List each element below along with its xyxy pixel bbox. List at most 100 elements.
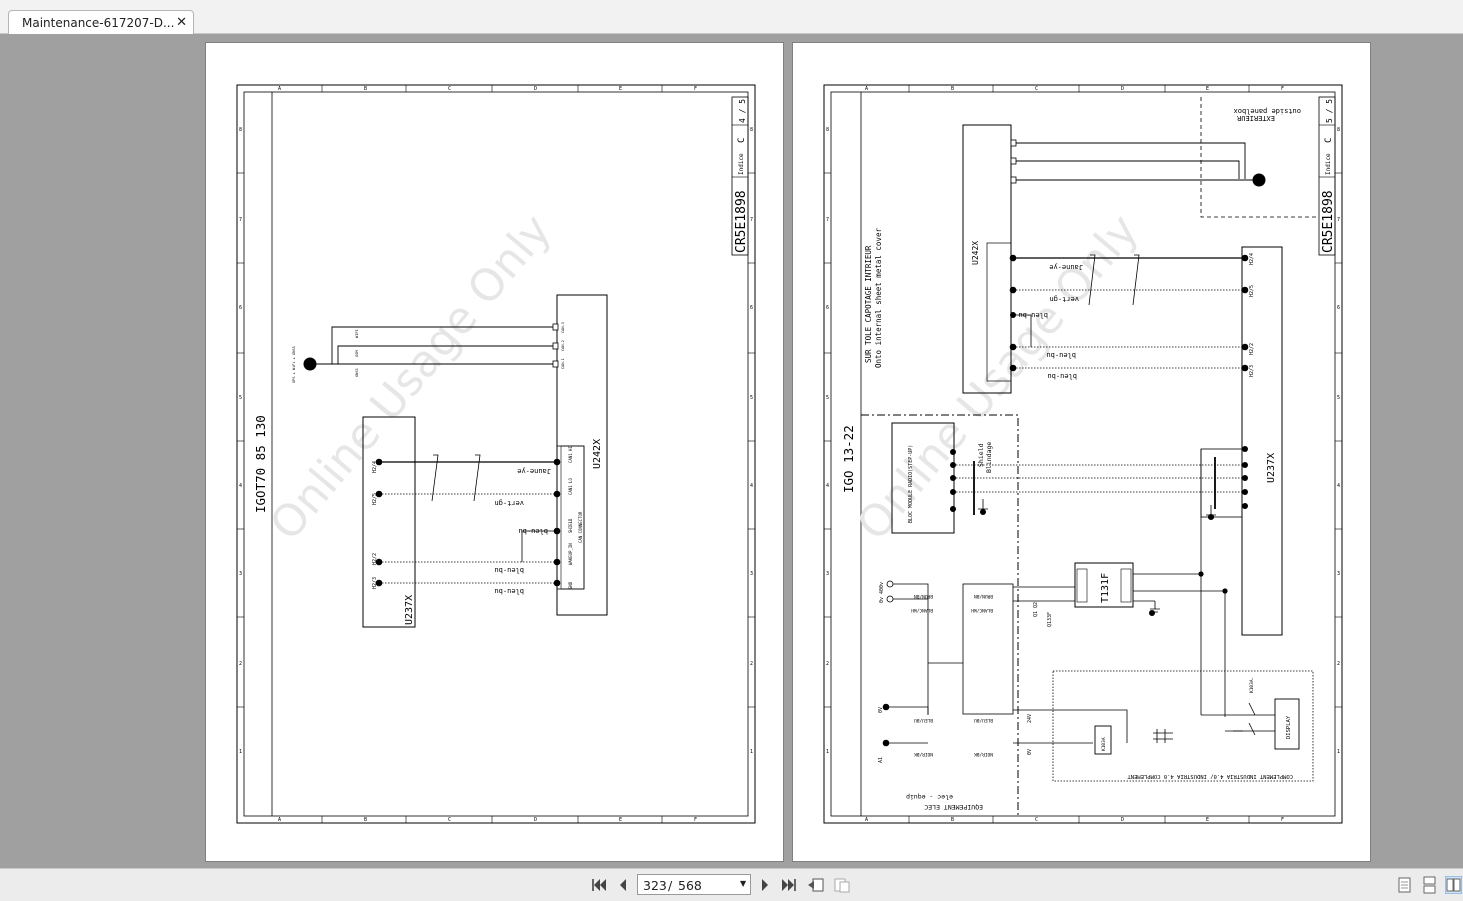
- wire-label: Jaune-ye: [517, 467, 551, 475]
- row-label: 5: [239, 395, 242, 401]
- schematic-text: 7: [1337, 217, 1340, 223]
- row-label: 2: [750, 661, 753, 667]
- first-page-icon[interactable]: [590, 876, 608, 894]
- col-label: A: [278, 817, 281, 823]
- indice-label: Indice: [738, 153, 745, 175]
- previous-page-icon[interactable]: [614, 876, 632, 894]
- row-label: 1: [750, 749, 753, 755]
- row-label: 3: [239, 571, 242, 577]
- page-number-select[interactable]: 323 / 568 ▼: [637, 874, 751, 895]
- col-label: D: [534, 86, 537, 92]
- next-page-icon[interactable]: [756, 876, 774, 894]
- schematic-left: A B C D E F A B C D E F 8 7 6 5 4 3 2 1: [236, 84, 756, 824]
- row-label: 1: [239, 749, 242, 755]
- schematic-text: E: [1206, 817, 1209, 823]
- schematic-text: 0V: [878, 707, 884, 713]
- schematic-text: WIFI: [355, 329, 359, 338]
- schematic-text: C: [1035, 817, 1038, 823]
- total-pages: 568: [678, 878, 702, 893]
- schematic-text: bleu-bu: [1047, 372, 1077, 380]
- page-left: A B C D E F A B C D E F 8 7 6 5 4 3 2 1: [205, 42, 784, 862]
- current-page: 323: [643, 878, 667, 893]
- indice-value: C: [737, 138, 747, 143]
- subtitle-en: Onto internal sheet metal cover: [874, 228, 883, 368]
- schematic-text: WAKEUP_IN: [568, 543, 573, 565]
- schematic-text: E: [1206, 86, 1209, 92]
- u242x-sublabel: CAN CONNECTOR: [578, 511, 583, 543]
- next-view-icon[interactable]: [833, 876, 851, 894]
- schematic-text: B: [951, 86, 954, 92]
- schematic-text: Indice: [1325, 153, 1332, 175]
- wire-label: vert-gn: [494, 499, 524, 507]
- schematic-text: CAN-3: [561, 322, 565, 333]
- schematic-text: SHIELD: [568, 518, 573, 533]
- row-label: 6: [239, 305, 242, 311]
- chevron-down-icon[interactable]: ▼: [740, 879, 747, 888]
- pin-label: H2/3: [372, 577, 378, 589]
- schematic-text: H2/5: [1249, 285, 1255, 297]
- schematic-text: BRUN/BN: [974, 593, 993, 599]
- schematic-text: CAN-2: [561, 340, 565, 351]
- row-label: 7: [750, 217, 753, 223]
- col-label: F: [694, 817, 697, 823]
- col-label: B: [364, 817, 367, 823]
- single-page-view-icon[interactable]: [1396, 876, 1413, 894]
- col-label: F: [694, 86, 697, 92]
- sheet-number: 5 / 5: [1325, 99, 1334, 123]
- page-separator: /: [668, 878, 673, 893]
- col-label: D: [534, 817, 537, 823]
- col-label: E: [619, 86, 622, 92]
- schematic-text: A: [865, 86, 868, 92]
- schematic-text: F: [1281, 86, 1284, 92]
- continuous-view-icon[interactable]: [1421, 876, 1438, 894]
- row-label: 3: [750, 571, 753, 577]
- schematic-text: C: [1324, 138, 1334, 143]
- previous-view-icon[interactable]: [807, 876, 825, 894]
- schematic-text: 1: [1337, 749, 1340, 755]
- row-label: 5: [750, 395, 753, 401]
- col-label: C: [448, 86, 451, 92]
- schematic-text: K103A: [1101, 737, 1107, 751]
- schematic-text: U242X: [971, 241, 980, 265]
- schematic-text: outside panelbox: [1234, 107, 1301, 115]
- schematic-text: CAN1 HI: [568, 446, 573, 463]
- schematic-text: 6: [1337, 305, 1340, 311]
- schematic-text: 0v 400v: [879, 582, 885, 603]
- row-label: 8: [750, 127, 753, 133]
- schematic-text: C: [1035, 86, 1038, 92]
- schematic-text: H2/3: [1249, 365, 1255, 377]
- pin-label: H2/5: [372, 493, 378, 505]
- schematic-text: 3: [826, 571, 829, 577]
- doc-code: CR5E1898: [734, 190, 749, 253]
- wire-label: bleu-bu: [494, 566, 524, 574]
- schematic-text: GNSS: [355, 368, 359, 377]
- schematic-text: 8: [826, 127, 829, 133]
- schematic-text: 8: [1337, 127, 1340, 133]
- schematic-text: 2: [826, 661, 829, 667]
- schematic-text: Q1 Q2: [1033, 602, 1039, 617]
- facing-view-icon[interactable]: [1445, 876, 1462, 894]
- schematic-text: Jaune-ye: [1049, 263, 1083, 271]
- schematic-text: EQUIPEMENT ELEC: [924, 803, 983, 811]
- close-icon[interactable]: ✕: [176, 15, 187, 30]
- last-page-icon[interactable]: [780, 876, 798, 894]
- pin-label: H2/4: [372, 461, 378, 473]
- schematic-text: 4: [1337, 483, 1340, 489]
- schematic-text: A1: [878, 757, 884, 763]
- document-tab[interactable]: Maintenance-617207-D... ✕: [8, 10, 194, 35]
- schematic-text: K103A.: [1249, 677, 1255, 693]
- schematic-text: BLANC/WH: [911, 607, 933, 613]
- schematic-text: 2: [1337, 661, 1340, 667]
- tab-bar: Maintenance-617207-D... ✕: [0, 0, 1463, 35]
- antenna-icon: [303, 357, 317, 371]
- schematic-text: DISPLAY: [1286, 715, 1292, 739]
- doc-code: CR5E1898: [1321, 190, 1336, 253]
- u242x-label: U242X: [592, 439, 603, 469]
- schematic-text: 5: [1337, 395, 1340, 401]
- row-label: 4: [750, 483, 753, 489]
- pin-label: H2/2: [372, 553, 378, 565]
- schematic-text: A: [865, 817, 868, 823]
- schematic-text: BLANC/WH: [971, 607, 993, 613]
- schematic-text: H2/2: [1249, 343, 1255, 355]
- document-viewer[interactable]: A B C D E F A B C D E F 8 7 6 5 4 3 2 1: [0, 34, 1463, 868]
